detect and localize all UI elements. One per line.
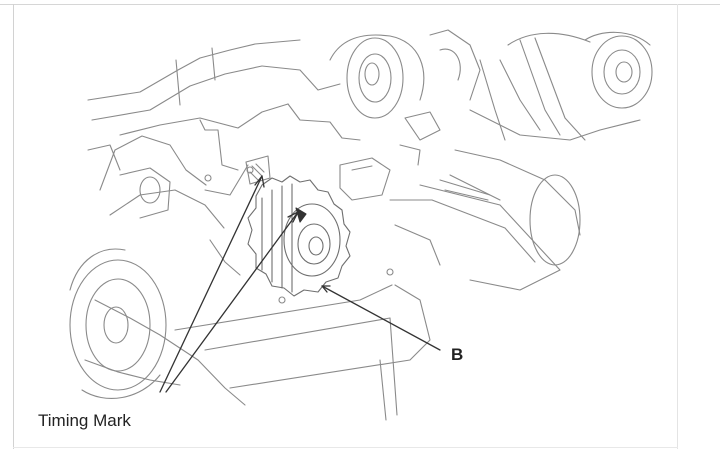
camshaft-housing <box>329 29 481 119</box>
bracket-center <box>339 111 441 201</box>
figure-frame-top <box>0 4 720 5</box>
crankshaft-sprocket <box>247 175 351 297</box>
timing-mark-label: Timing Mark <box>38 411 131 430</box>
pulley-upper-right <box>479 31 653 141</box>
leader-lines <box>159 175 441 393</box>
crank-pulley-left <box>69 248 167 399</box>
figure-frame-right <box>677 4 678 449</box>
figure-frame-left <box>13 4 14 449</box>
figure-frame-bottom <box>13 447 678 448</box>
left-mount <box>87 144 394 304</box>
right-housing <box>389 109 641 291</box>
timing-mark-plate <box>245 155 271 185</box>
callout-b-label: B <box>451 345 464 364</box>
